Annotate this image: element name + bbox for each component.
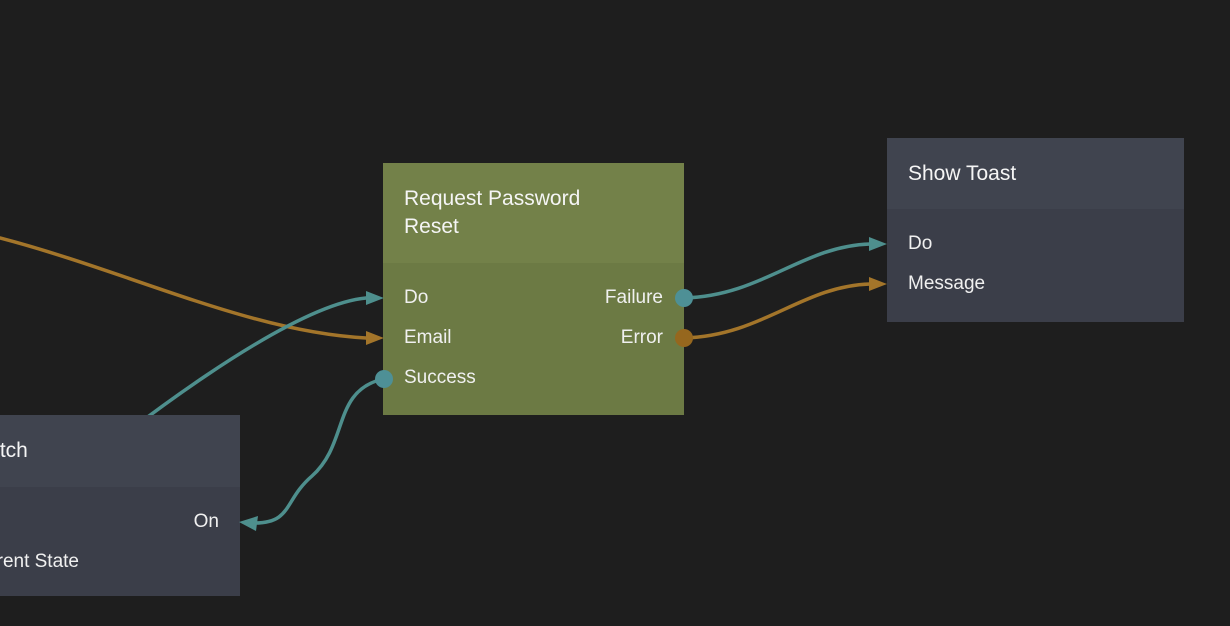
wire-error-to-toast-message[interactable] bbox=[682, 282, 872, 340]
port-label-current-state[interactable]: Current State bbox=[0, 551, 79, 572]
port-row-email-error[interactable]: Email Error bbox=[383, 318, 684, 358]
node-body: Do Message bbox=[887, 209, 1184, 322]
port-row-current-state[interactable]: Current State bbox=[0, 542, 240, 582]
port-row-on[interactable]: On bbox=[0, 502, 240, 542]
port-label-error[interactable]: Error bbox=[620, 327, 663, 348]
port-dot-reset-success[interactable] bbox=[375, 370, 393, 388]
node-switch[interactable]: Switch On Current State bbox=[0, 415, 240, 596]
port-label-on[interactable]: On bbox=[193, 511, 219, 532]
wire-offscreen-to-email-input[interactable] bbox=[0, 236, 368, 340]
port-label-email[interactable]: Email bbox=[404, 327, 452, 348]
port-dot-reset-failure[interactable] bbox=[675, 289, 693, 307]
input-arrow-reset-email[interactable] bbox=[366, 331, 384, 345]
node-show-toast[interactable]: Show Toast Do Message bbox=[887, 138, 1184, 322]
node-header[interactable]: Show Toast bbox=[887, 138, 1184, 209]
port-dot-reset-error[interactable] bbox=[675, 329, 693, 347]
input-arrow-toast-message[interactable] bbox=[869, 277, 887, 291]
node-body: Do Failure Email Error Success bbox=[383, 263, 684, 415]
node-request-password-reset[interactable]: Request Password Reset Do Failure Email … bbox=[383, 163, 684, 415]
port-row-do[interactable]: Do bbox=[887, 224, 1184, 264]
port-label-message[interactable]: Message bbox=[908, 273, 986, 294]
port-label-do[interactable]: Do bbox=[908, 233, 933, 254]
wire-failure-to-toast-do[interactable] bbox=[682, 242, 872, 300]
node-header[interactable]: Switch bbox=[0, 415, 240, 487]
port-row-success[interactable]: Success bbox=[383, 358, 684, 398]
node-title: Switch bbox=[0, 439, 28, 462]
port-label-failure[interactable]: Failure bbox=[604, 287, 663, 308]
input-arrow-toast-do[interactable] bbox=[869, 237, 887, 251]
node-title: Request Password Reset bbox=[404, 187, 581, 238]
port-row-message[interactable]: Message bbox=[887, 264, 1184, 304]
port-label-success[interactable]: Success bbox=[404, 367, 476, 388]
input-arrow-switch-on[interactable] bbox=[239, 516, 258, 531]
node-title: Show Toast bbox=[908, 161, 1017, 185]
wire-success-to-switch-on[interactable] bbox=[253, 377, 385, 525]
input-arrow-reset-do[interactable] bbox=[366, 291, 384, 305]
port-row-do-failure[interactable]: Do Failure bbox=[383, 278, 684, 318]
node-header[interactable]: Request Password Reset bbox=[383, 163, 684, 263]
port-label-do[interactable]: Do bbox=[404, 287, 429, 308]
node-body: On Current State bbox=[0, 487, 240, 596]
